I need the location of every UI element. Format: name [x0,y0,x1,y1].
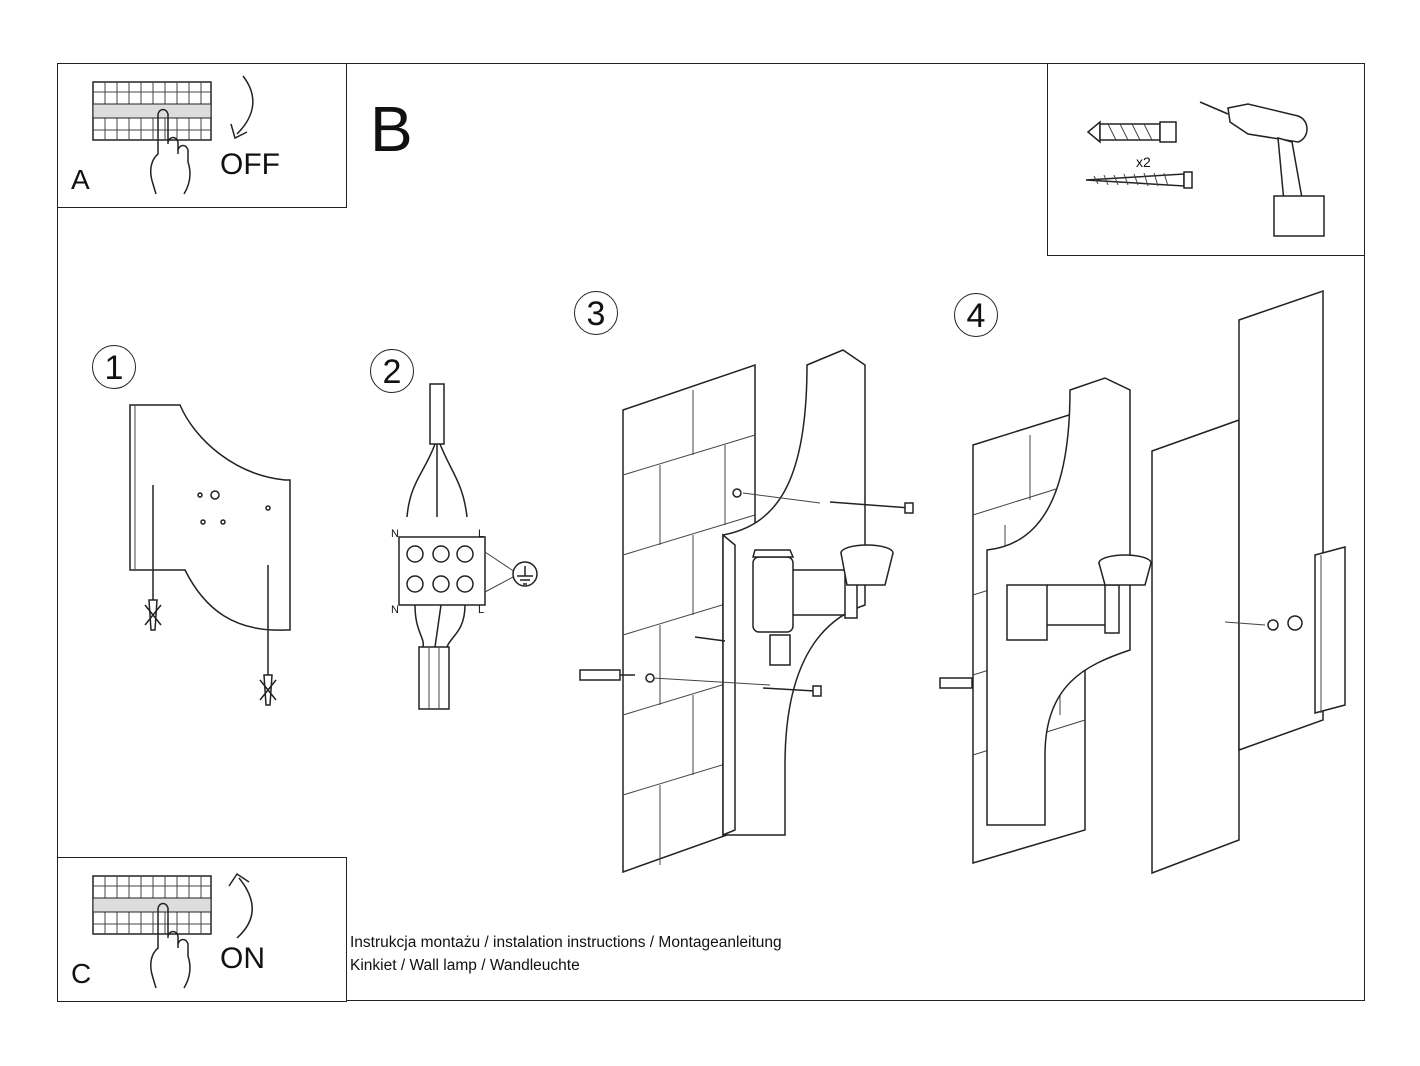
step-3-wall-mounting [579,349,914,874]
breaker-panel-icon [92,875,212,935]
panel-c-letter: C [71,958,92,989]
step-2-number: 2 [370,349,414,393]
instruction-sheet-frame [57,63,1365,1001]
wire-label-n-top: N [391,528,399,540]
wall-plug-icon [1086,120,1177,144]
step-1-number: 1 [92,345,136,389]
screw-icon [1085,171,1193,189]
wire-label-l-bottom: L [478,604,485,616]
panel-a: OFF A [57,63,347,208]
breaker-panel-icon [92,81,212,141]
step-1-mounting-plate [129,404,291,706]
curved-arrow-down-icon [230,75,254,140]
hand-icon [150,902,191,989]
curved-arrow-up-icon [228,872,253,939]
drill-icon [1199,101,1325,237]
on-label: ON [220,942,265,975]
hand-icon [150,108,191,195]
caption-line-2: Kinkiet / Wall lamp / Wandleuchte [350,957,580,974]
panel-c: ON C [57,857,347,1002]
tools-panel: x2 [1047,63,1365,256]
step-b-letter: B [370,93,413,165]
step-4-cover-assembly [939,289,1346,875]
step-4-number: 4 [954,293,998,337]
step-2-wiring-terminal [398,383,538,710]
caption-line-1: Instrukcja montażu / instalation instruc… [350,934,782,951]
hardware-quantity: x2 [1136,154,1151,170]
panel-a-letter: A [71,164,90,195]
step-3-number: 3 [574,291,618,335]
wire-label-l-top: L [478,528,485,540]
wire-label-n-bottom: N [391,604,399,616]
off-label: OFF [220,148,280,181]
